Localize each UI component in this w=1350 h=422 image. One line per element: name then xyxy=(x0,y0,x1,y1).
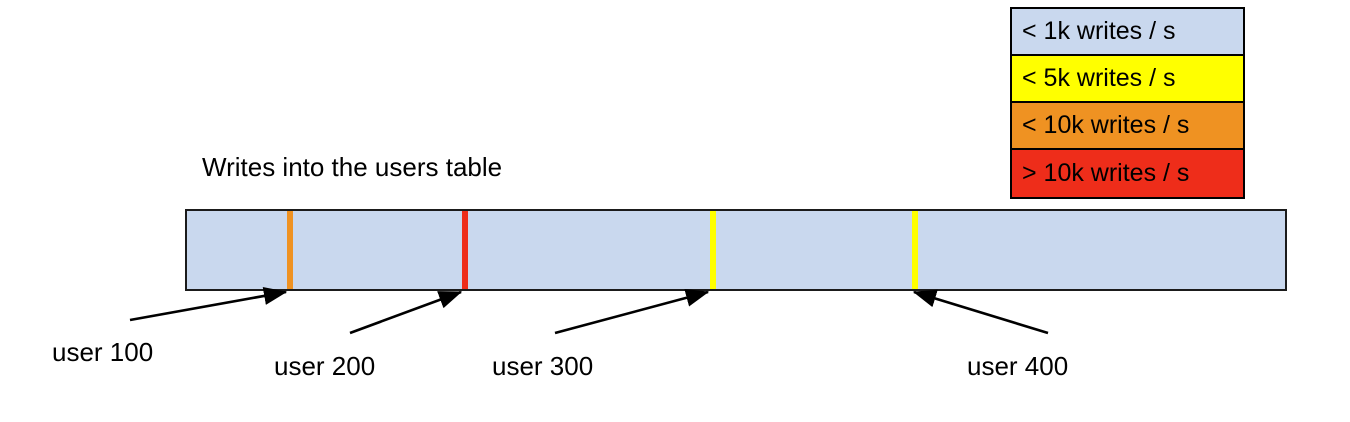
legend-row-over-10k: > 10k writes / s xyxy=(1012,150,1243,197)
arrow-user-200 xyxy=(349,290,463,335)
legend-row-under-5k: < 5k writes / s xyxy=(1012,56,1243,103)
label-user-400: user 400 xyxy=(967,351,1069,381)
users-table-bar xyxy=(185,209,1287,291)
chart-title: Writes into the users table xyxy=(202,152,503,182)
legend-row-under-10k: < 10k writes / s xyxy=(1012,103,1243,150)
arrow-user-400 xyxy=(912,289,1049,335)
marker-user-300 xyxy=(710,211,716,289)
legend-label-under-10k: < 10k writes / s xyxy=(1022,111,1190,139)
legend-label-over-10k: > 10k writes / s xyxy=(1022,159,1190,187)
arrow-user-100 xyxy=(129,286,288,322)
legend: < 1k writes / s < 5k writes / s < 10k wr… xyxy=(1010,7,1245,199)
legend-label-under-5k: < 5k writes / s xyxy=(1022,64,1176,92)
legend-row-under-1k: < 1k writes / s xyxy=(1012,9,1243,56)
label-user-200: user 200 xyxy=(274,351,376,381)
legend-label-under-1k: < 1k writes / s xyxy=(1022,17,1176,45)
arrow-user-300 xyxy=(554,288,710,335)
marker-user-100 xyxy=(287,211,293,289)
marker-user-400 xyxy=(912,211,918,289)
marker-user-200 xyxy=(462,211,468,289)
label-user-300: user 300 xyxy=(492,351,594,381)
label-user-100: user 100 xyxy=(52,337,154,367)
